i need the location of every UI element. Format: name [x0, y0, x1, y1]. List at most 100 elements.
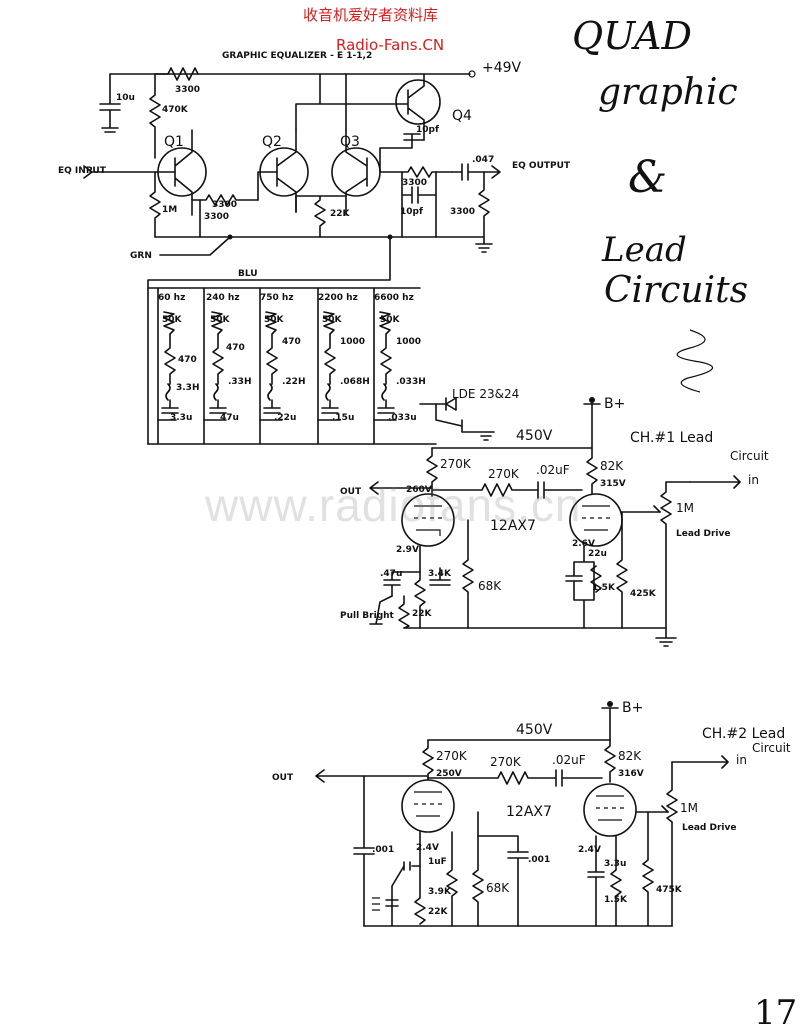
ch2-pot-label: Lead Drive — [682, 823, 736, 833]
eq-blu-label: BLU — [238, 269, 258, 279]
band-5-pot: 50K — [380, 315, 401, 325]
band-240hz: 240 hz 50K 470 .33H 47u — [203, 287, 251, 423]
ch2-c-001-mid: .001 — [528, 855, 550, 865]
ch2-tube-label: 12AX7 — [506, 804, 552, 820]
eq-r-3300-a: 3300 — [212, 200, 237, 210]
ch2-bright-switch — [372, 897, 380, 911]
eq-r-22k: 22K — [330, 209, 351, 219]
watermark-text: www.radiofans.cn — [205, 479, 582, 531]
eq-r-3300-c: 3300 — [402, 178, 427, 188]
title-line-5: Circuits — [604, 270, 749, 311]
title-line-4: Lead — [602, 230, 687, 270]
ch1-pull-bright: Pull Bright — [340, 611, 395, 621]
eq-cap-10u: 10u — [116, 93, 135, 103]
ch1-v-plate2: 315V — [600, 479, 626, 489]
ch2-out-label: OUT — [272, 773, 294, 783]
band-3-r: 470 — [282, 337, 301, 347]
band-5-l: .033H — [396, 377, 426, 387]
eq-led-label: LDE 23&24 — [452, 387, 519, 401]
eq-supply-label: +49V — [482, 60, 522, 76]
eq-r-3300-b: 3300 — [204, 212, 229, 222]
ch2-v-cath1: 2.4V — [416, 843, 439, 853]
ch1-tube-1 — [401, 493, 455, 547]
eq-cap-10pf-bottom: 10pf — [400, 207, 423, 217]
ch2-r-plate1: 270K — [436, 749, 468, 763]
title-line-3: & — [628, 152, 668, 203]
ch1-pot-value: 1M — [676, 501, 694, 515]
ch2-tube-2 — [583, 783, 637, 837]
ch1-in-label: in — [748, 473, 759, 487]
ch1-c-coupling: .02uF — [536, 463, 570, 477]
band-3-l: .22H — [282, 377, 305, 387]
ch2-r-cath1: 3.9K — [428, 887, 452, 897]
band-1-freq: 60 hz — [158, 293, 185, 303]
ch1-bplus: B+ — [604, 396, 625, 412]
eq-r-1m: 1M — [162, 205, 177, 215]
eq-heading: GRAPHIC EQUALIZER - E 1-1,2 — [222, 51, 372, 61]
ch1-out-label: OUT — [340, 487, 362, 497]
ch2-c-001-left: .001 — [372, 845, 394, 855]
ch1-r-68k: 68K — [478, 579, 502, 593]
ch1-r-22k: 22K — [412, 609, 433, 619]
ch1-r-cath2: 1.5K — [592, 583, 616, 593]
band-60hz: 60 hz 50K 470 3.3H 3.3u — [157, 287, 199, 423]
ch2-in-label: in — [736, 753, 747, 767]
band-2-c: 47u — [220, 413, 239, 423]
band-4-r: 1000 — [340, 337, 365, 347]
ch2-voltage: 450V — [516, 722, 553, 738]
band-1-r: 470 — [178, 355, 197, 365]
eq-cap-047: .047 — [472, 155, 494, 165]
ch1-v-cath1: 2.9V — [396, 545, 419, 555]
ch2-r-plate2: 82K — [618, 749, 642, 763]
band-2-pot: 50K — [210, 315, 231, 325]
ch1-c-bright: .47u — [380, 569, 402, 579]
eq-cap-10pf-top: 10pf — [416, 125, 439, 135]
ch2-r-68k: 68K — [486, 881, 510, 895]
ch2-title-line2: Circuit — [752, 741, 791, 755]
ch1-voltage: 450V — [516, 428, 553, 444]
q4-label: Q4 — [452, 108, 472, 124]
q1-label: Q1 — [164, 134, 184, 150]
band-3-pot: 50K — [264, 315, 285, 325]
supply-terminal — [468, 70, 476, 78]
band-1-l: 3.3H — [176, 383, 199, 393]
ch1-r-coupling: 270K — [488, 467, 520, 481]
ch1-pot-label: Lead Drive — [676, 529, 730, 539]
site-title-chinese: 收音机爱好者资料库 — [303, 6, 439, 24]
title-line-1: QUAD — [572, 14, 692, 58]
band-1-pot: 50K — [162, 315, 183, 325]
ch2-r-22k: 22K — [428, 907, 449, 917]
band-5-r: 1000 — [396, 337, 421, 347]
eq-input-label: EQ INPUT — [58, 166, 107, 176]
q3-label: Q3 — [340, 134, 360, 150]
ch2-c-cath2: 3.3u — [604, 859, 626, 869]
ch2-r-cath2: 1.5K — [604, 895, 628, 905]
ch1-title-line1: CH.#1 Lead — [630, 430, 713, 446]
ch2-v-cath2: 2.4V — [578, 845, 601, 855]
band-3-c: .22u — [274, 413, 296, 423]
band-5-c: .033u — [388, 413, 417, 423]
band-2-l: .33H — [228, 377, 251, 387]
band-6600hz: 6600 hz 50K 1000 .033H .033u — [373, 287, 426, 423]
eq-r-3300-top: 3300 — [175, 85, 200, 95]
ch1-v-cath2: 2.6V — [572, 539, 595, 549]
ch2-c-cath1: 1uF — [428, 857, 447, 867]
band-5-freq: 6600 hz — [374, 293, 414, 303]
ch1-title-line2: Circuit — [730, 449, 769, 463]
eq-r-3300-d: 3300 — [450, 207, 475, 217]
eq-output-label: EQ OUTPUT — [512, 161, 571, 171]
title-line-2: graphic — [598, 72, 738, 113]
band-4-freq: 2200 hz — [318, 293, 358, 303]
ch2-v-plate1: 250V — [436, 769, 462, 779]
ch1-r-plate2: 82K — [600, 459, 624, 473]
q4-symbol — [395, 79, 441, 125]
eq-r-470k: 470K — [162, 105, 189, 115]
ch2-r-grid: 475K — [656, 885, 683, 895]
band-750hz: 750 hz 50K 470 .22H .22u — [259, 287, 305, 423]
ch2-c-coupling: .02uF — [552, 753, 586, 767]
ch1-c-cath2: 22u — [588, 549, 607, 559]
band-4-c: .15u — [332, 413, 354, 423]
band-1-c: 3.3u — [170, 413, 192, 423]
